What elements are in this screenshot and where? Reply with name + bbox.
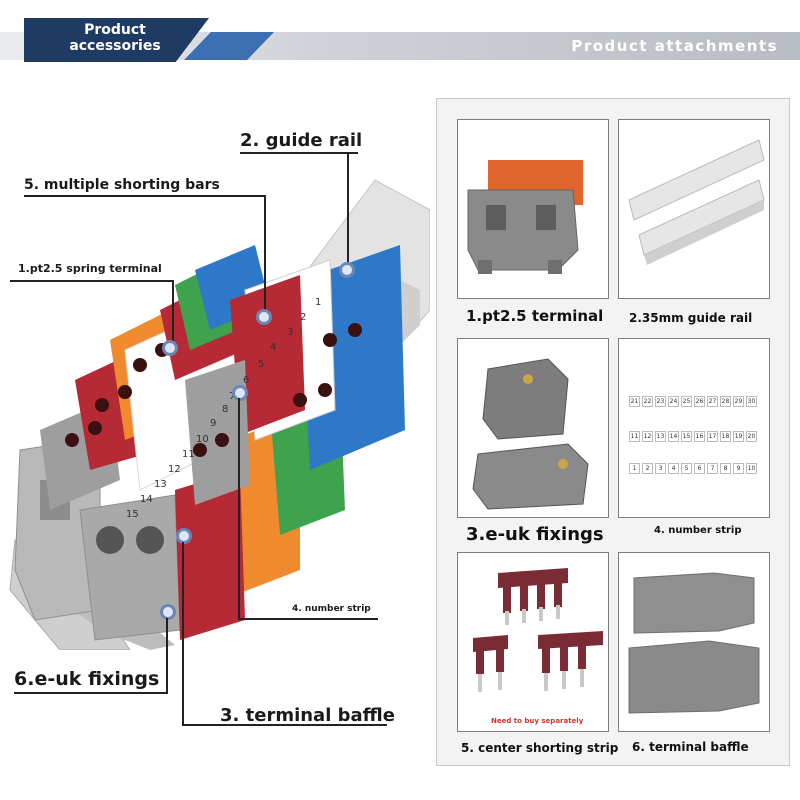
strip-cell: 11	[629, 431, 640, 442]
strip-cell: 27	[707, 396, 718, 407]
attachment-card-terminal-baffle	[618, 552, 770, 732]
strip-number: 2	[300, 312, 306, 323]
strip-cell: 6	[694, 463, 705, 474]
strip-cell: 14	[668, 431, 679, 442]
caption-guide-rail: 2.35mm guide rail	[629, 311, 753, 325]
attachment-card-euk-fixings	[457, 338, 609, 518]
caption-number-strip: 4. number strip	[654, 525, 742, 536]
strip-cell: 1	[629, 463, 640, 474]
strip-cell: 17	[707, 431, 718, 442]
strip-number: 1	[315, 297, 321, 308]
marker-spring-terminal	[162, 340, 178, 356]
marker-euk-fixings	[160, 604, 176, 620]
callout-line-euk-fixings-v	[166, 618, 168, 693]
strip-cell: 2	[642, 463, 653, 474]
strip-row: 21 22 23 24 25 26 27 28 29 30	[629, 396, 757, 407]
attachment-card-terminal	[457, 119, 609, 299]
strip-cell: 18	[720, 431, 731, 442]
number-strip-row-1: 1 2 3 4 5 6 7 8 9 10	[629, 463, 757, 474]
callout-line-shorting-bars	[24, 195, 266, 197]
strip-number: 5	[258, 359, 264, 370]
strip-cell: 13	[655, 431, 666, 442]
callout-line-terminal-baffle-v	[182, 542, 184, 726]
strip-cell: 16	[694, 431, 705, 442]
attachment-card-guide-rail	[618, 119, 770, 299]
terminal-block-assembly-illustration: 1 2 3 4 5 6 7 8 9 10 11 12 13 14 15	[9, 179, 430, 650]
strip-row: 1 2 3 4 5 6 7 8 9 10	[629, 463, 757, 474]
strip-number: 10	[196, 434, 209, 445]
header-right-title: Product attachments	[571, 37, 778, 55]
strip-cell: 20	[746, 431, 757, 442]
strip-cell: 10	[746, 463, 757, 474]
strip-cell: 12	[642, 431, 653, 442]
strip-cell: 19	[733, 431, 744, 442]
strip-number: 14	[140, 494, 153, 505]
strip-cell: 5	[681, 463, 692, 474]
strip-cell: 15	[681, 431, 692, 442]
strip-cell: 29	[733, 396, 744, 407]
callout-line-number-strip-v	[238, 398, 240, 620]
attachment-card-shorting-strip: Need to buy separately	[457, 552, 609, 732]
number-strip-digits: 1 2 3 4 5 6 7 8 9 10 11 12 13 14 15	[126, 297, 321, 520]
strip-cell: 25	[681, 396, 692, 407]
attachment-card-number-strip: 21 22 23 24 25 26 27 28 29 30 11 12 13 1…	[618, 338, 770, 518]
strip-number: 11	[182, 449, 195, 460]
callout-spring-terminal: 1.pt2.5 spring terminal	[18, 262, 162, 275]
marker-number-strip	[232, 385, 248, 401]
callout-line-euk-fixings	[14, 692, 168, 694]
header-tab	[24, 18, 209, 62]
strip-cell: 21	[629, 396, 640, 407]
callout-euk-fixings: 6.e-uk fixings	[14, 668, 160, 690]
marker-guide-rail	[339, 262, 355, 278]
strip-row: 11 12 13 14 15 16 17 18 19 20	[629, 431, 757, 442]
strip-cell: 7	[707, 463, 718, 474]
shorting-strip-image	[473, 568, 603, 692]
callout-line-terminal-baffle	[182, 724, 387, 726]
caption-euk-fixings: 3.e-uk fixings	[466, 524, 604, 545]
pt25-terminal-image	[467, 160, 583, 274]
number-strip-row-3: 21 22 23 24 25 26 27 28 29 30	[629, 396, 757, 407]
callout-line-guide-rail-v	[347, 152, 349, 267]
callout-line-shorting-bars-v	[264, 195, 266, 313]
callout-line-number-strip	[238, 618, 378, 620]
marker-shorting-bars	[256, 309, 272, 325]
strip-cell: 4	[668, 463, 679, 474]
guide-rail-image	[628, 139, 765, 265]
strip-cell: 28	[720, 396, 731, 407]
strip-number: 4	[270, 342, 276, 353]
euk-fixings-image	[472, 358, 589, 510]
strip-number: 6	[243, 375, 249, 386]
buy-separately-note: Need to buy separately	[491, 717, 584, 725]
caption-terminal-baffle: 6. terminal baffle	[632, 740, 749, 754]
strip-cell: 8	[720, 463, 731, 474]
caption-shorting-strip: 5. center shorting strip	[461, 741, 619, 755]
strip-number: 12	[168, 464, 181, 475]
strip-cell: 9	[733, 463, 744, 474]
strip-cell: 23	[655, 396, 666, 407]
caption-terminal: 1.pt2.5 terminal	[466, 307, 604, 325]
number-strip-row-2: 11 12 13 14 15 16 17 18 19 20	[629, 431, 757, 442]
callout-terminal-baffle: 3. terminal baffle	[220, 705, 395, 726]
terminal-baffle-image	[628, 572, 760, 714]
strip-number: 8	[222, 404, 228, 415]
strip-number: 9	[210, 418, 216, 429]
strip-cell: 24	[668, 396, 679, 407]
strip-cell: 3	[655, 463, 666, 474]
terminal-stack-image	[40, 245, 405, 640]
marker-terminal-baffle	[176, 528, 192, 544]
strip-number: 3	[287, 327, 293, 338]
strip-cell: 26	[694, 396, 705, 407]
callout-line-guide-rail	[240, 152, 358, 154]
callout-shorting-bars: 5. multiple shorting bars	[24, 177, 220, 193]
strip-cell: 30	[746, 396, 757, 407]
callout-line-spring-terminal	[10, 280, 174, 282]
strip-cell: 22	[642, 396, 653, 407]
header-left-title: Product accessories	[69, 22, 161, 54]
callout-number-strip: 4. number strip	[292, 604, 371, 614]
strip-number: 13	[154, 479, 167, 490]
callout-line-spring-terminal-v	[172, 280, 174, 342]
callout-guide-rail: 2. guide rail	[240, 130, 363, 151]
strip-number: 15	[126, 509, 139, 520]
